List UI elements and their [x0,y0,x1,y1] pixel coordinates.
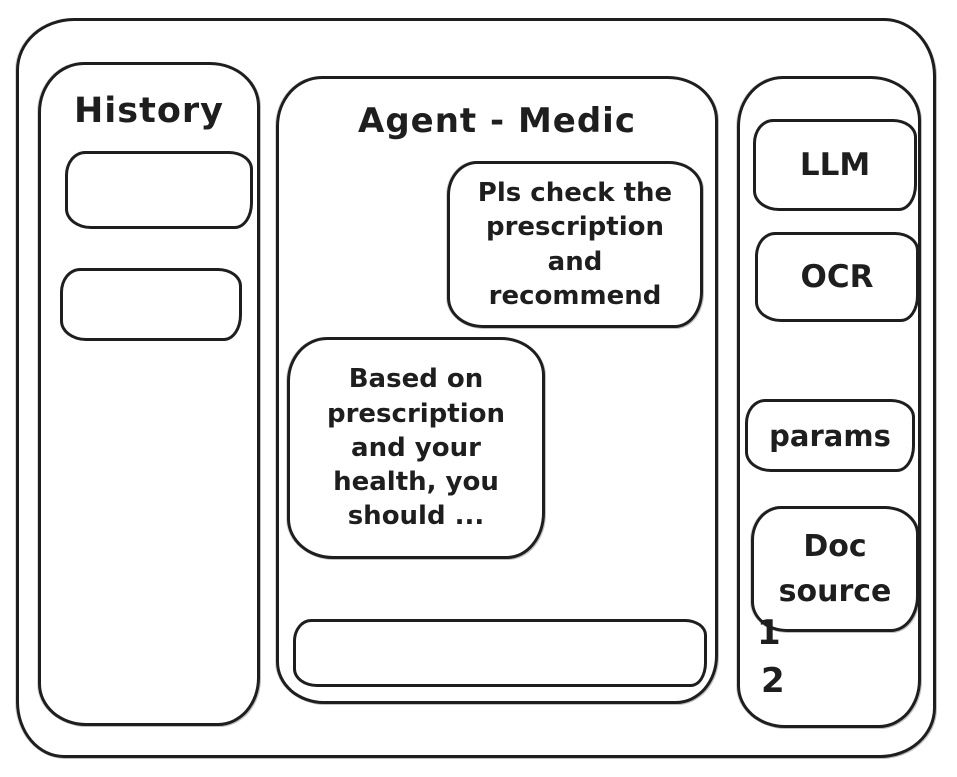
doc-item-1[interactable]: 1 [757,613,781,653]
chat-panel-title: Agent - Medic [358,101,636,141]
doc-source-button[interactable]: Doc source [751,506,919,632]
params-button-label: params [769,418,891,453]
history-panel: History [38,62,260,726]
params-button[interactable]: params [745,399,915,472]
user-message-bubble: Pls check the prescription and recommend [447,161,703,329]
llm-button-label: LLM [799,147,871,183]
assistant-message-bubble: Based on prescription and your health, y… [287,337,545,559]
ocr-button-label: OCR [800,259,874,295]
llm-button[interactable]: LLM [753,119,917,211]
doc-item-2[interactable]: 2 [761,661,785,701]
history-panel-title: History [74,91,224,131]
ocr-button[interactable]: OCR [755,232,919,322]
history-item[interactable] [65,151,253,229]
message-input[interactable] [293,619,707,687]
doc-source-button-label: Doc source [778,529,892,609]
history-item[interactable] [60,268,242,341]
chat-panel: Agent - Medic Pls check the prescription… [276,76,718,704]
tools-panel: LLM OCR params Doc source 1 2 [737,76,921,728]
